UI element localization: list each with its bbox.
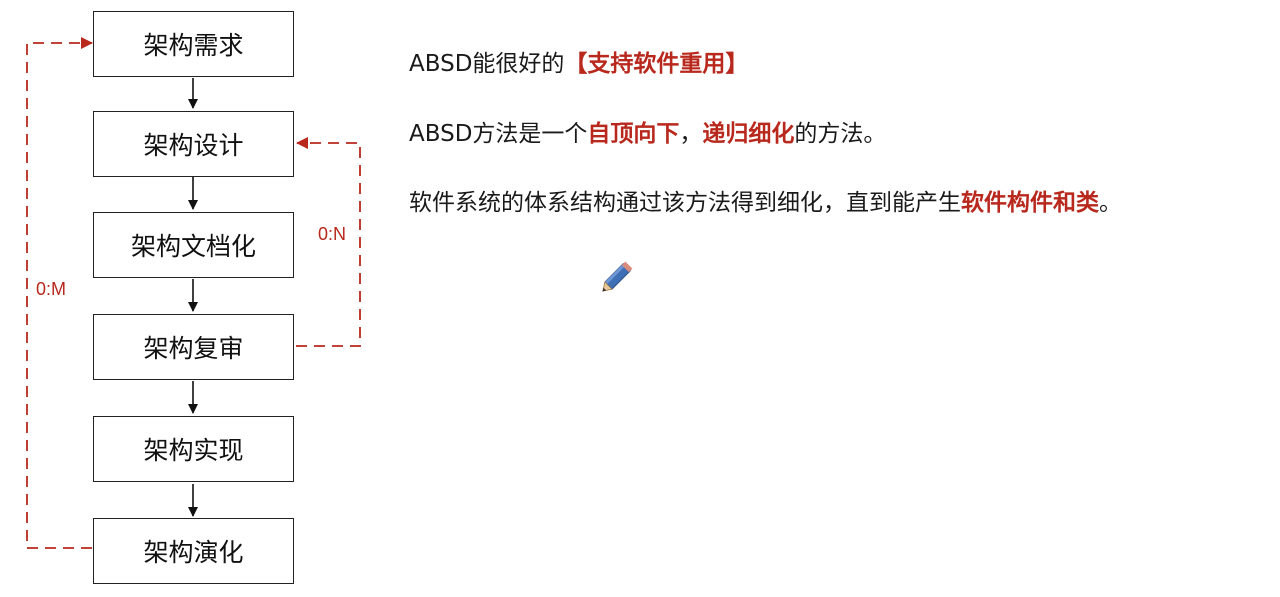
pencil-icon: [602, 261, 633, 292]
step-label: 架构设计: [143, 131, 244, 160]
step-implementation: 架构实现: [93, 416, 294, 482]
step-label: 架构演化: [143, 538, 244, 567]
highlight-text: 软件构件和类: [961, 190, 1099, 216]
text-segment: ABSD能很好的: [409, 51, 565, 77]
loop-label-inner: 0:N: [318, 224, 347, 244]
step-label: 架构文档化: [130, 232, 256, 261]
text-segment: 的方法。: [794, 121, 887, 147]
step-requirement: 架构需求: [93, 11, 294, 77]
step-review: 架构复审: [93, 314, 294, 380]
loop-evolution-to-requirement: [26, 37, 93, 549]
highlight-text: 自顶向下: [587, 121, 680, 147]
step-label: 架构需求: [143, 31, 244, 60]
step-label: 架构实现: [143, 436, 244, 465]
highlight-text: 递归细化: [702, 121, 795, 147]
text-segment: 。: [1099, 190, 1122, 216]
loop-review-to-design: [296, 137, 361, 347]
highlight-text: 【支持软件重用】: [564, 51, 749, 77]
step-evolution: 架构演化: [93, 518, 294, 584]
text-line-1: ABSD能很好的【支持软件重用】: [409, 44, 748, 78]
text-segment: ，: [679, 121, 703, 147]
step-documentation: 架构文档化: [93, 212, 294, 278]
text-line-3: 软件系统的体系结构通过该方法得到细化，直到能产生软件构件和类。: [409, 183, 1122, 217]
step-design: 架构设计: [93, 111, 294, 177]
text-segment: ABSD方法是一个: [409, 121, 588, 147]
text-segment: 软件系统的体系结构通过该方法得到细化，直到能产生: [409, 190, 961, 216]
step-label: 架构复审: [143, 334, 244, 363]
text-line-2: ABSD方法是一个自顶向下，递归细化的方法。: [409, 114, 886, 148]
loop-label-outer: 0:M: [36, 279, 67, 299]
